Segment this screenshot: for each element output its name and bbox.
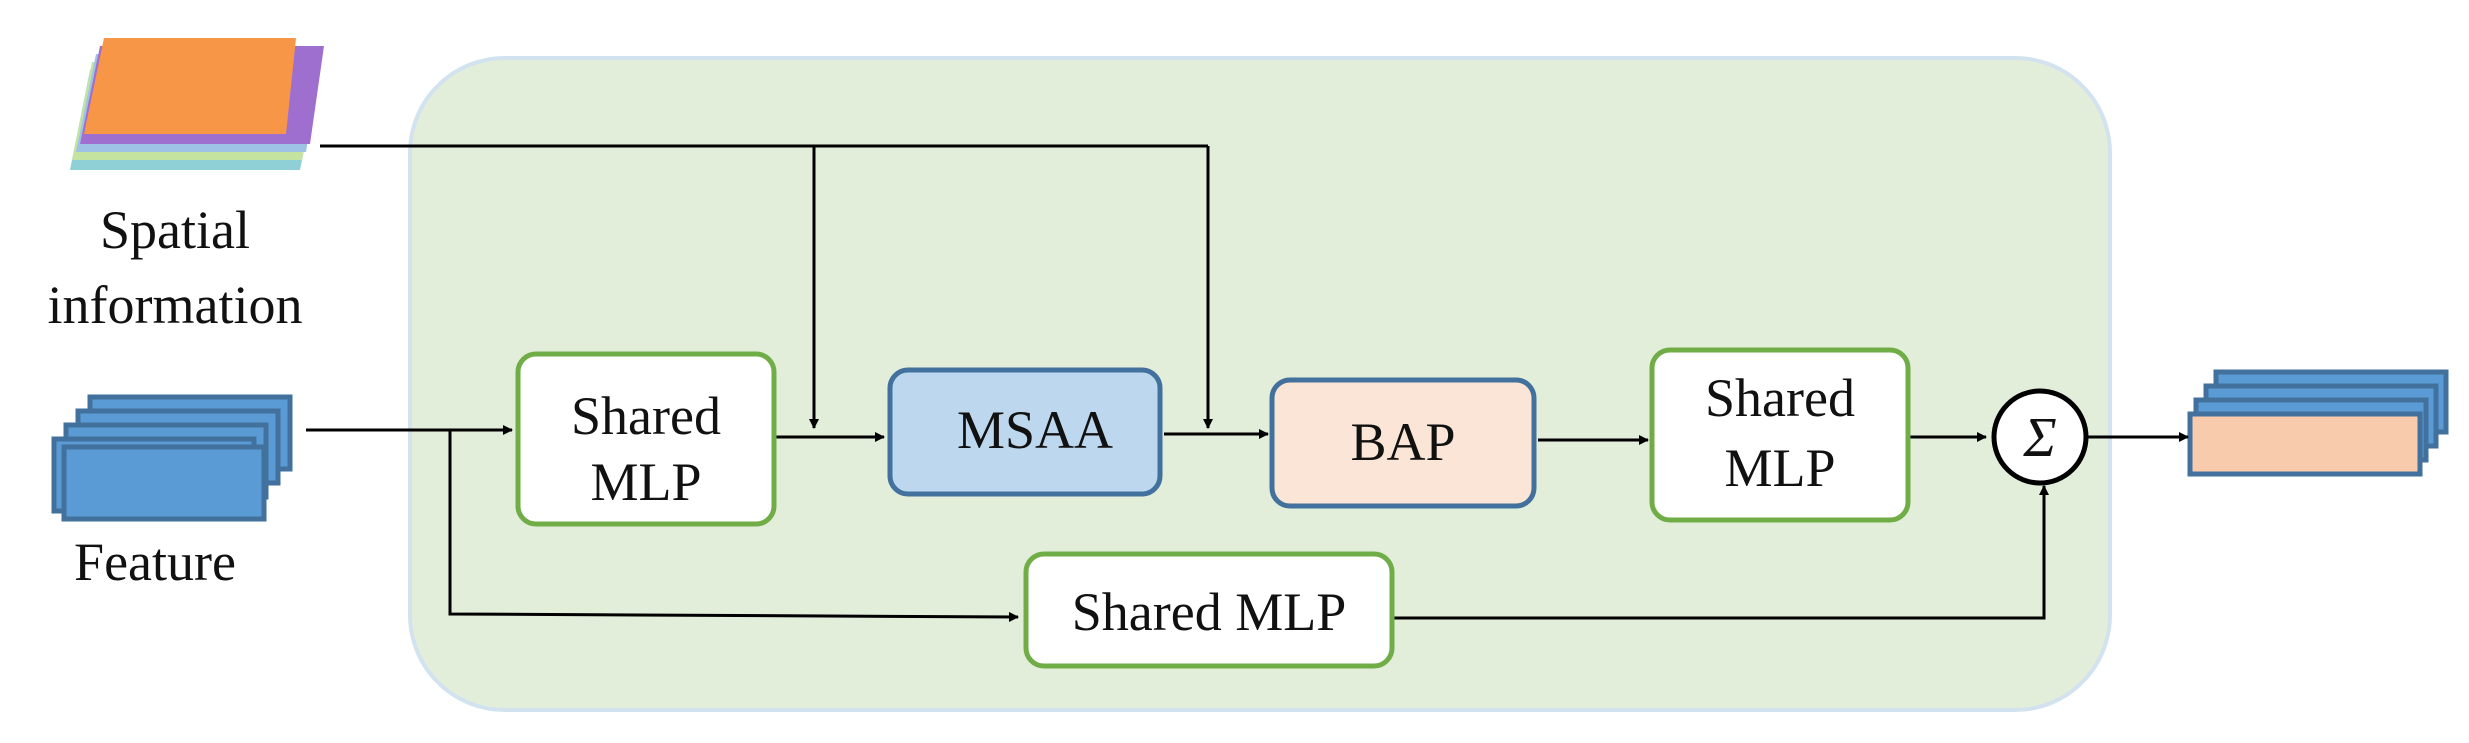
shared-mlp-1-line1: Shared [571,386,721,446]
summation-node: Σ [1991,388,2089,486]
spatial-layers-icon [70,38,324,170]
msaa-block: MSAA [887,367,1163,497]
summation-symbol: Σ [2022,407,2056,469]
output-layers-icon [2187,369,2449,477]
spatial-label-line1: Spatial [100,200,250,260]
msaa-label: MSAA [957,400,1113,460]
feature-branch-line [448,430,1019,622]
shared-mlp-block-bottom: Shared MLP [1023,551,1395,669]
shared-mlp-1-line2: MLP [590,452,701,512]
shared-mlp-bottom-label: Shared MLP [1072,582,1346,642]
shared-mlp-block-2: Shared MLP [1649,347,1911,523]
shared-mlp-2-line2: MLP [1724,438,1835,498]
spatial-label-line2: information [48,275,303,335]
feature-layers-icon [51,394,293,522]
bottom-mlp-to-sum-arrow [1394,485,2049,620]
shared-mlp-2-line1: Shared [1705,368,1855,428]
module-panel [408,56,2112,712]
feature-label: Feature [74,532,236,592]
shared-mlp-block-1: Shared MLP [515,351,777,527]
bap-label: BAP [1350,412,1455,472]
bap-block: BAP [1269,377,1537,509]
